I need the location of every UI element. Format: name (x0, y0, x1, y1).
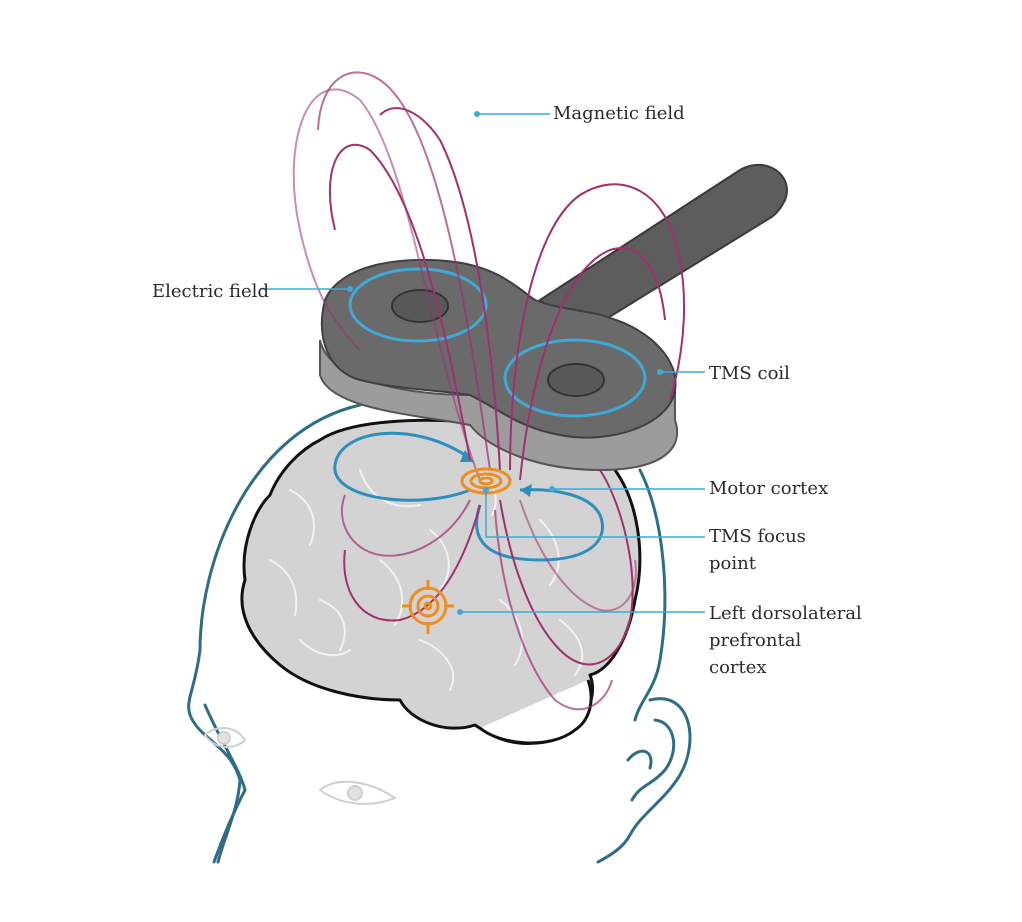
tms-focus-point-label: TMS focus point (709, 523, 806, 577)
eye-left-pupil (218, 732, 230, 744)
ear-outer (598, 699, 690, 862)
ear-inner (632, 720, 674, 800)
ear-fold (628, 751, 651, 768)
ear (598, 699, 690, 862)
head-right-contour (635, 470, 665, 720)
tms-coil-label: TMS coil (709, 360, 790, 387)
magnetic-field-label: Magnetic field (553, 100, 685, 127)
left-dlpfc-label: Left dorsolateral prefrontal cortex (709, 600, 862, 681)
electric-field-label: Electric field (152, 278, 269, 305)
coil-hole-right (548, 364, 604, 396)
eye-right-pupil (348, 786, 362, 800)
motor-cortex-label: Motor cortex (709, 475, 828, 502)
